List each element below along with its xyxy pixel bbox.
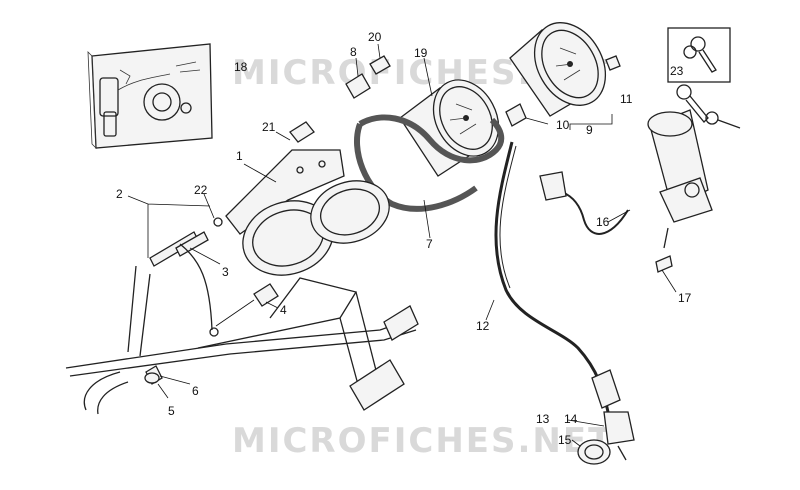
callout-15: 15	[558, 433, 572, 447]
callout-17: 17	[678, 291, 692, 305]
part-7-gasket	[354, 114, 505, 239]
callout-2: 2	[116, 187, 123, 201]
part-23-keys	[667, 27, 731, 83]
callout-3: 3	[222, 265, 229, 279]
callout-19: 19	[414, 46, 428, 60]
callout-10: 10	[556, 118, 570, 132]
part-18-wiring-kit	[87, 43, 213, 150]
part-10-connector	[505, 103, 549, 127]
part-15-ring-nut	[571, 439, 611, 465]
callout-9: 9	[586, 123, 593, 137]
part-1-instrument-holder	[225, 149, 390, 276]
part-19-speedometer	[399, 57, 500, 177]
callout-6: 6	[192, 384, 199, 398]
frame-bracket	[65, 243, 419, 415]
part-6-washer	[144, 372, 191, 385]
callout-12: 12	[476, 319, 490, 333]
part-4-rubber-mount	[215, 283, 279, 327]
callout-11: 11	[620, 92, 633, 106]
part-17-bolt	[655, 227, 677, 293]
part-8-bulb-holder	[345, 57, 371, 99]
part-20-bulb-holder	[369, 43, 391, 75]
callout-18: 18	[234, 60, 248, 74]
callout-16: 16	[596, 215, 610, 229]
leader-9	[569, 114, 613, 130]
callout-23: 23	[670, 64, 684, 78]
callout-20: 20	[368, 30, 382, 44]
callout-4: 4	[280, 303, 287, 317]
watermark-bottom: MICROFICHES.NET	[232, 421, 613, 461]
part-2-bolt	[127, 195, 211, 267]
callout-7: 7	[426, 237, 433, 251]
callout-13: 13	[536, 412, 550, 426]
callout-8: 8	[350, 45, 357, 59]
callout-22: 22	[194, 183, 208, 197]
part-9-tachometer	[509, 22, 621, 117]
part-16-ignition-switch	[539, 84, 741, 235]
part-12-cable	[485, 141, 621, 413]
part-14-cable-end	[567, 411, 635, 461]
part-22-washer	[203, 193, 223, 227]
callout-5: 5	[168, 404, 175, 418]
callout-21: 21	[262, 120, 276, 134]
callout-1: 1	[236, 149, 243, 163]
part-3-spacer	[175, 231, 221, 265]
part-21-screw	[275, 121, 315, 143]
callout-14: 14	[564, 412, 578, 426]
